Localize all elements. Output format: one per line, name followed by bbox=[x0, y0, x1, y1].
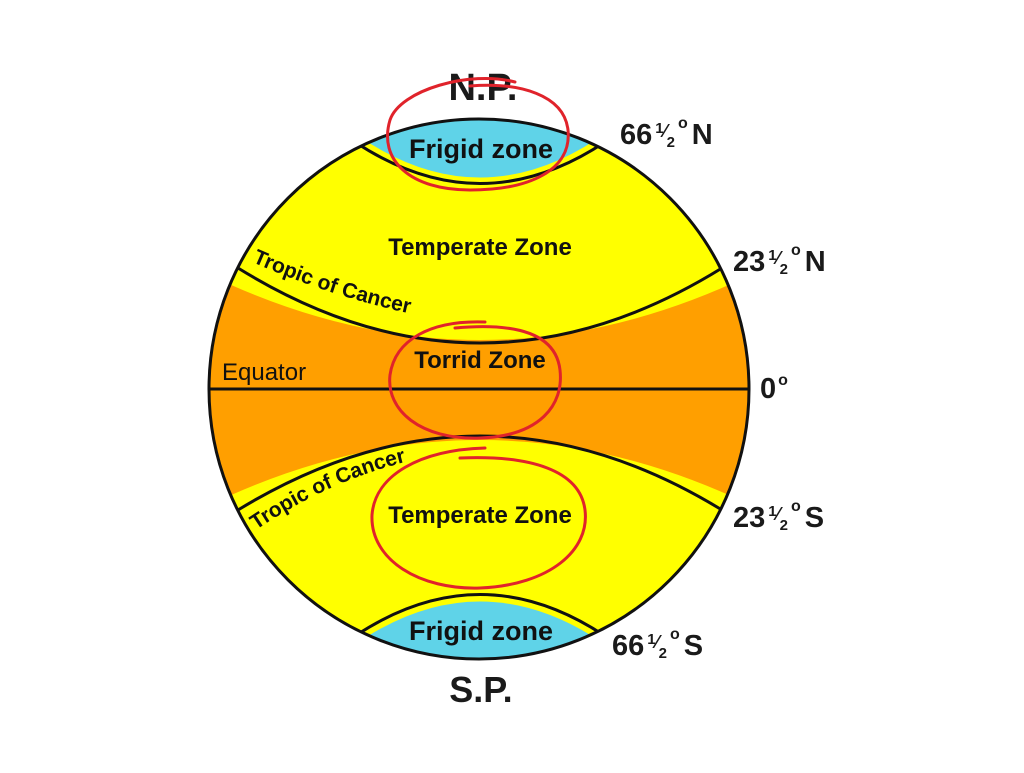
arctic-circle-line bbox=[354, 140, 606, 185]
tropic-north-line bbox=[237, 266, 723, 345]
fraction-slash: ⁄ bbox=[773, 248, 784, 268]
tropic-south-line bbox=[237, 434, 723, 512]
annotation-circle-frigid bbox=[386, 77, 570, 192]
annotation-circle-temperate bbox=[370, 446, 587, 590]
globe-outline bbox=[207, 117, 751, 661]
north-pole-label: N.P. bbox=[448, 67, 517, 109]
temperate-zone-north-label: Temperate Zone bbox=[388, 234, 572, 261]
zone-bands bbox=[209, 119, 749, 659]
frigid-south-cap bbox=[350, 601, 610, 659]
fraction-slash: ⁄ bbox=[652, 632, 663, 652]
annotation-marks bbox=[370, 77, 587, 590]
frigid-zone-south-label: Frigid zone bbox=[409, 616, 553, 646]
frigid-zone-north-label: Frigid zone bbox=[409, 134, 553, 164]
temperate-zone-south-label: Temperate Zone bbox=[388, 502, 572, 529]
equator-label: Equator bbox=[222, 359, 306, 386]
antarctic-circle-line bbox=[354, 593, 606, 638]
annotation-circle-torrid bbox=[388, 320, 562, 440]
south-pole-label: S.P. bbox=[449, 669, 512, 710]
fraction-slash: ⁄ bbox=[660, 121, 671, 141]
fraction-slash: ⁄ bbox=[773, 504, 784, 524]
torrid-zone-label: Torrid Zone bbox=[414, 347, 546, 374]
